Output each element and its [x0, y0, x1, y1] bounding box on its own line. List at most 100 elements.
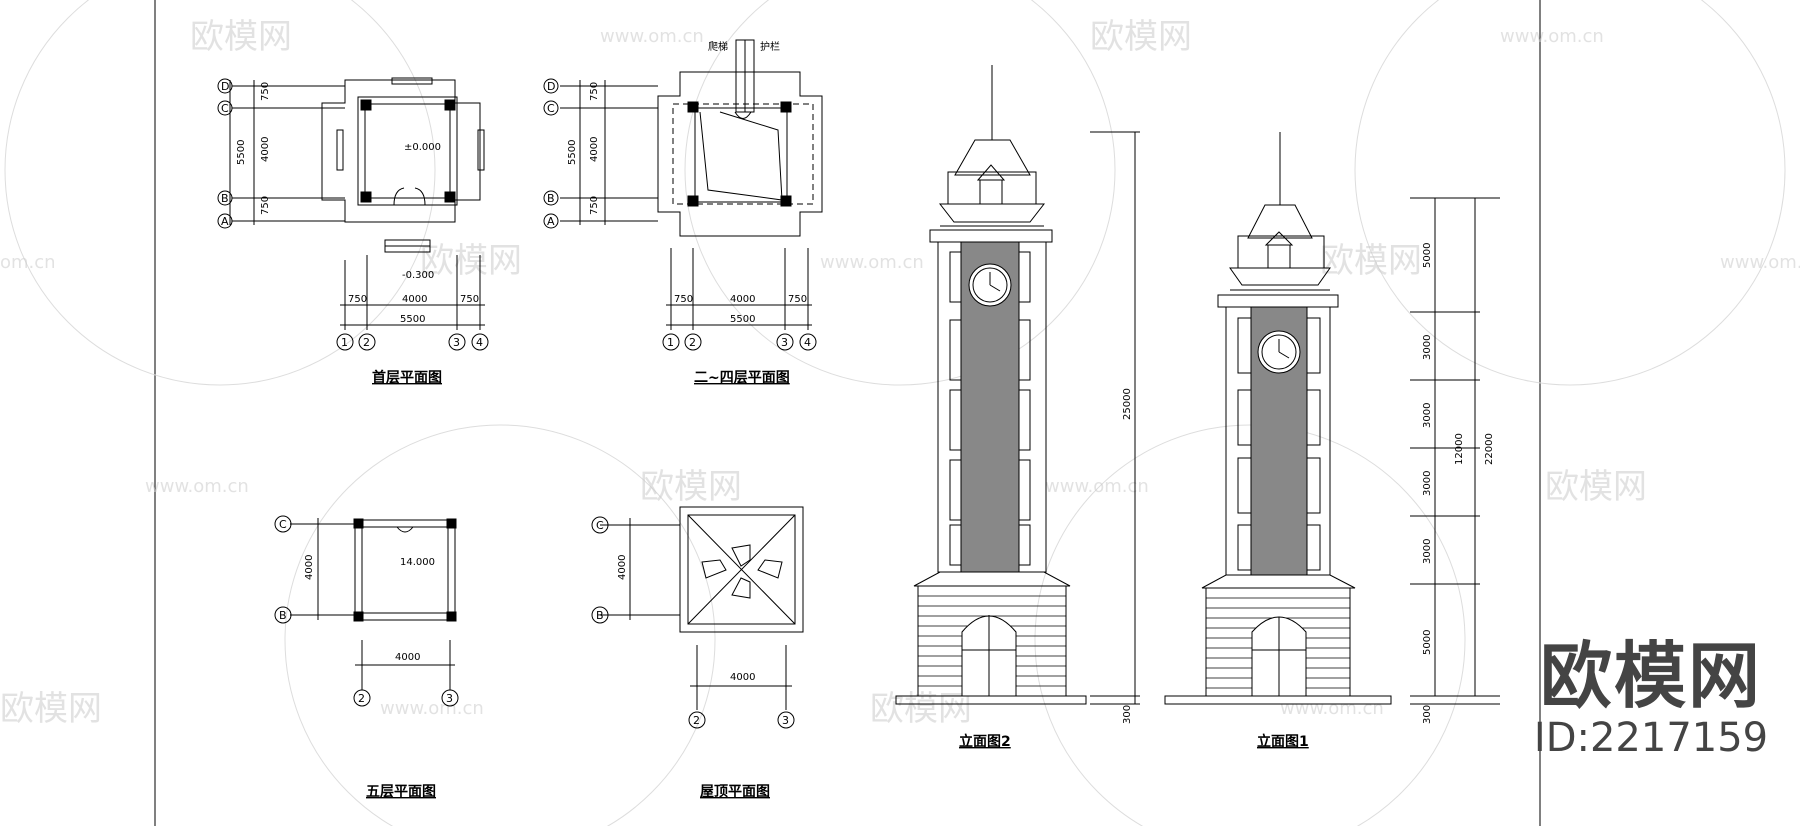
axis-label: B [596, 609, 604, 622]
dim-label: 5000 [1422, 243, 1433, 268]
watermark-url: www.om.cn [820, 252, 924, 273]
dim-label: 750 [460, 294, 479, 305]
fifth-floor-plan [274, 515, 459, 707]
axis-label: 2 [693, 714, 700, 727]
watermark-brand: 欧模网 [1090, 17, 1192, 57]
fifth-floor-labels: C B 2 3 4000 4000 14.000 五层平面图 [279, 518, 453, 800]
watermark-url: www.om.cn [1720, 252, 1800, 273]
brand-mark: 欧模网 ID:2217159 [1516, 640, 1786, 758]
dim-label: 12000 [1454, 433, 1465, 465]
axis-label: 4 [476, 336, 483, 349]
axis-label: 2 [363, 336, 370, 349]
axis-label: 3 [782, 714, 789, 727]
dim-label: 4000 [730, 294, 755, 305]
watermark-brand: 欧模网 [1545, 467, 1647, 507]
brand-id: ID:2217159 [1533, 715, 1769, 761]
axis-label: 4 [804, 336, 811, 349]
axis-label: 1 [341, 336, 348, 349]
level-label: -0.300 [402, 270, 434, 281]
watermark-url: www.om.cn [1280, 698, 1384, 719]
watermark-url: www.om.cn [1045, 476, 1149, 497]
dim-label: 4000 [589, 137, 600, 162]
plan-title: 首层平面图 [372, 369, 442, 386]
axis-label: C [596, 519, 604, 532]
axis-label: 3 [781, 336, 788, 349]
axis-label: B [221, 192, 229, 205]
dim-label: 3000 [1422, 335, 1433, 360]
ground-floor-plan [217, 77, 489, 351]
dim-label: 4000 [730, 672, 755, 683]
dim-label: 3000 [1422, 403, 1433, 428]
dim-label: 750 [260, 82, 271, 101]
dim-label: 300 [1122, 705, 1133, 724]
axis-label: 3 [453, 336, 460, 349]
dim-label: 750 [589, 196, 600, 215]
watermark-url: www.om.cn [600, 26, 704, 47]
upper-floors-labels: D C B A 1 2 3 4 750 4000 750 5500 750 40… [547, 40, 811, 386]
level-label: ±0.000 [404, 142, 441, 153]
elevation-title: 立面图1 [1257, 733, 1309, 750]
axis-label: B [279, 609, 287, 622]
dim-label: 4000 [402, 294, 427, 305]
brand-name: 欧模网 [1539, 634, 1762, 718]
axis-label: B [547, 192, 555, 205]
watermark-arcs [4, 0, 1786, 826]
axis-label: 2 [689, 336, 696, 349]
note-label: 护栏 [760, 40, 780, 53]
elevation-1 [1164, 132, 1500, 705]
dim-label: 25000 [1122, 388, 1133, 420]
watermark-brand: 欧模网 [0, 689, 102, 729]
dim-label: 750 [260, 196, 271, 215]
dim-label: 4000 [395, 652, 420, 663]
axis-label: C [547, 102, 555, 115]
watermark-brand: 欧模网 [420, 241, 522, 281]
axis-label: 3 [446, 692, 453, 705]
dim-label: 750 [674, 294, 693, 305]
dim-label: 5500 [400, 314, 425, 325]
dim-label: 3000 [1422, 471, 1433, 496]
watermark-url: www.om.cn [380, 698, 484, 719]
axis-label: C [279, 518, 287, 531]
dim-label: 4000 [617, 555, 628, 580]
roof-plan-labels: C B 2 3 4000 4000 屋顶平面图 [596, 519, 789, 800]
elevation-1-labels: 5000 3000 3000 3000 3000 5000 300 12000 … [1257, 243, 1495, 750]
dim-label: 5500 [730, 314, 755, 325]
axis-label: D [221, 80, 229, 93]
watermark-brand: 欧模网 [1320, 241, 1422, 281]
plan-title: 屋顶平面图 [700, 784, 770, 800]
dim-label: 22000 [1484, 433, 1495, 465]
axis-label: 1 [667, 336, 674, 349]
watermarks: 欧模网 www.om.cn 欧模网 www.om.cn om.cn 欧模网 ww… [0, 17, 1800, 729]
watermark-url: om.cn [0, 252, 56, 273]
plan-title: 二~四层平面图 [694, 370, 790, 386]
dim-label: 750 [589, 82, 600, 101]
axis-label: A [221, 215, 229, 228]
dim-label: 750 [348, 294, 367, 305]
watermark-url: www.om.cn [145, 476, 249, 497]
watermark-brand: 欧模网 [190, 17, 292, 57]
dim-label: 5500 [567, 140, 578, 165]
watermark-url: www.om.cn [1500, 26, 1604, 47]
watermark-brand: 欧模网 [870, 689, 972, 729]
axis-label: A [547, 215, 555, 228]
upper-floors-plan [543, 39, 823, 351]
level-label: 14.000 [400, 557, 435, 568]
dim-label: 4000 [260, 137, 271, 162]
roof-plan [591, 506, 804, 729]
axis-label: D [547, 80, 555, 93]
dim-label: 5000 [1422, 630, 1433, 655]
dim-label: 4000 [304, 555, 315, 580]
elevation-title: 立面图2 [959, 733, 1011, 750]
elevation-2-labels: 25000 300 立面图2 [959, 388, 1133, 750]
elevation-2 [895, 65, 1140, 705]
dim-label: 3000 [1422, 539, 1433, 564]
watermark-brand: 欧模网 [640, 467, 742, 507]
axis-label: 2 [358, 692, 365, 705]
note-label: 爬梯 [708, 40, 728, 53]
dim-label: 5500 [236, 140, 247, 165]
axis-label: C [221, 102, 229, 115]
plan-title: 五层平面图 [366, 784, 436, 800]
ground-floor-labels: D C B A 1 2 3 4 750 4000 750 5500 750 40… [221, 80, 483, 386]
dim-label: 750 [788, 294, 807, 305]
